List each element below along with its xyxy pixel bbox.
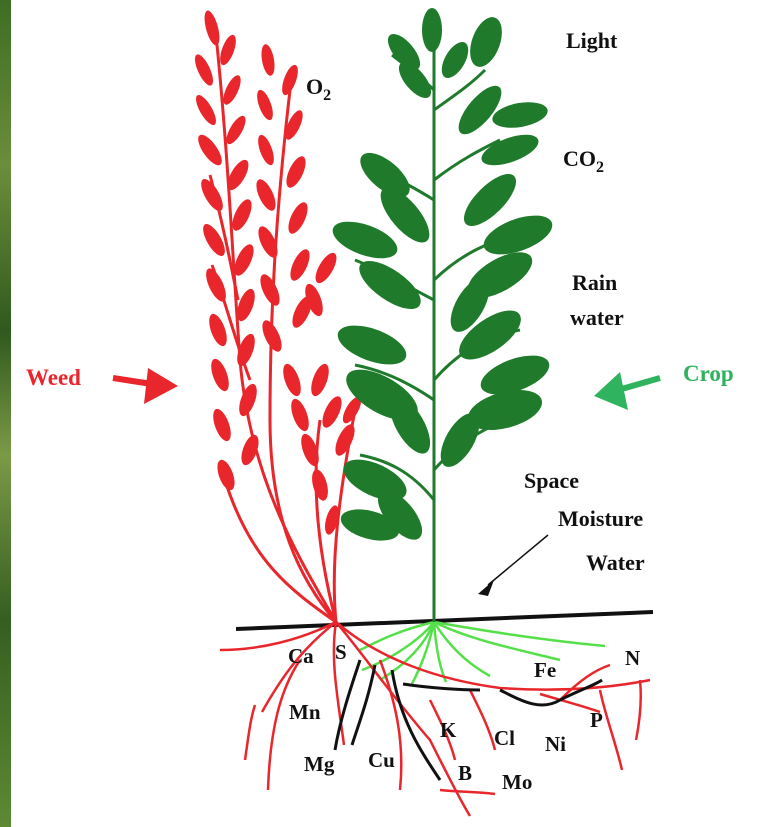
weed-leaves <box>191 9 364 536</box>
co2-sub: 2 <box>596 159 604 176</box>
weed-label: Weed <box>26 366 81 389</box>
water-label: Water <box>586 552 645 574</box>
water-line-label: water <box>570 307 624 329</box>
nutrient-mg: Mg <box>304 754 334 775</box>
co2-main: CO <box>563 146 596 171</box>
crop-leaves <box>328 8 557 547</box>
moisture-label: Moisture <box>558 508 643 530</box>
nutrient-mo: Mo <box>502 772 532 793</box>
co2-label: CO2 <box>563 148 604 176</box>
weed-stems <box>210 25 355 622</box>
nutrient-p: P <box>590 710 603 731</box>
weed-arrow <box>113 368 178 404</box>
nutrient-cu: Cu <box>368 750 395 771</box>
nutrient-b: B <box>458 763 472 784</box>
nutrient-fe: Fe <box>534 660 556 681</box>
light-label: Light <box>566 30 617 52</box>
crop-label: Crop <box>683 362 734 385</box>
crop-roots <box>360 622 605 684</box>
weed-roots <box>220 622 650 816</box>
o2-label: O2 <box>306 76 331 104</box>
nutrient-s: S <box>335 642 347 663</box>
nutrient-n: N <box>625 648 640 669</box>
crop-arrow <box>594 372 660 410</box>
nutrient-ni: Ni <box>545 734 566 755</box>
nutrient-ca: Ca <box>288 646 314 667</box>
rain-label: Rain <box>572 272 617 294</box>
nutrient-mn: Mn <box>289 702 321 723</box>
o2-main: O <box>306 74 323 99</box>
moisture-pointer <box>478 535 548 596</box>
nutrient-cl: Cl <box>494 728 515 749</box>
space-label: Space <box>524 470 579 492</box>
o2-sub: 2 <box>323 87 331 104</box>
nutrient-k: K <box>440 720 456 741</box>
